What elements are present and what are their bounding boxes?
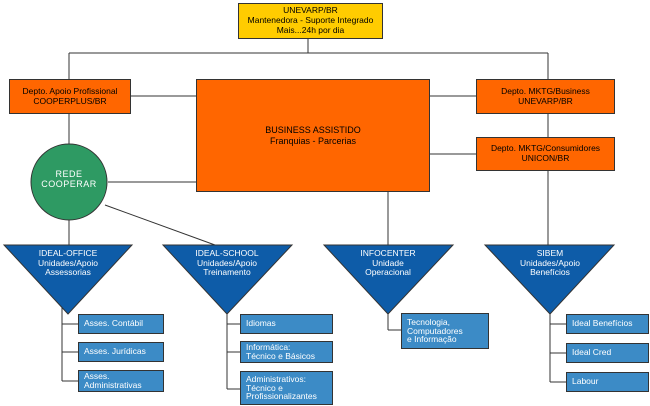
ideal-school-triangle <box>161 244 294 315</box>
depto-apoio-box: Depto. Apoio Profissional COOPERPLUS/BR <box>9 79 131 114</box>
informatica-box: Informática: Técnico e Básicos <box>240 341 333 363</box>
depto-mktg-consumidores-box: Depto. MKTG/Consumidores UNICON/BR <box>476 137 615 171</box>
tecnologia-label: Tecnologia, Computadores e Informação <box>407 316 463 345</box>
sibem-triangle <box>483 244 616 315</box>
sibem-label: SIBEM Unidades/Apoio Benefícios <box>500 248 600 278</box>
tecnologia-box: Tecnologia, Computadores e Informação <box>401 313 489 349</box>
business-assistido-box: BUSINESS ASSISTIDO Franquias - Parcerias <box>196 79 430 192</box>
ideal-office-triangle <box>2 244 134 315</box>
depto-mktg-business-box: Depto. MKTG/Business UNEVARP/BR <box>476 79 615 114</box>
sibem-title: SIBEM <box>536 248 564 258</box>
top-title: UNEVARP/BR <box>283 5 338 16</box>
top-line2: Mantenedora - Suporte Integrado <box>247 15 374 26</box>
ideal-school-sub1: Unidades/Apoio <box>196 257 257 268</box>
asses-juridicas-box: Asses. Jurídicas <box>78 342 164 362</box>
infocenter-label: INFOCENTER Unidade Operacional <box>338 248 438 278</box>
ideal-office-sub2: Assessorias <box>45 267 91 278</box>
administrativos-box: Administrativos: Técnico e Profissionali… <box>240 371 333 405</box>
depto-apoio-line1: Depto. Apoio Profissional <box>22 85 118 96</box>
mktg-business-line1: Depto. MKTG/Business <box>501 85 590 96</box>
asses-juridicas-label: Asses. Jurídicas <box>84 346 146 357</box>
ideal-beneficios-label: Ideal Benefícios <box>572 318 633 329</box>
rede-cooperar-circle <box>30 143 108 221</box>
mktg-consumidores-line1: Depto. MKTG/Consumidores <box>490 143 601 154</box>
asses-contabil-box: Asses. Contábil <box>78 314 164 334</box>
ideal-cred-box: Ideal Cred <box>566 343 649 363</box>
infocenter-triangle <box>322 244 455 315</box>
ideal-beneficios-box: Ideal Benefícios <box>566 314 649 334</box>
ideal-cred-label: Ideal Cred <box>572 347 612 358</box>
center-line2: Franquias - Parcerias <box>269 135 357 146</box>
top-line3: Mais...24h por dia <box>276 24 345 35</box>
asses-contabil-label: Asses. Contábil <box>84 318 144 329</box>
infocenter-title: INFOCENTER <box>360 248 416 258</box>
ideal-school-label: IDEAL-SCHOOL Unidades/Apoio Treinamento <box>177 248 277 278</box>
informatica-label: Informática: Técnico e Básicos <box>246 342 315 361</box>
infocenter-sub1: Unidade <box>372 257 404 268</box>
center-line1: BUSINESS ASSISTIDO <box>265 125 361 136</box>
mktg-business-line2: UNEVARP/BR <box>518 95 573 106</box>
ideal-school-title: IDEAL-SCHOOL <box>195 248 259 258</box>
idiomas-box: Idiomas <box>240 314 333 334</box>
depto-apoio-line2: COOPERPLUS/BR <box>33 95 107 106</box>
ideal-office-label: IDEAL-OFFICE Unidades/Apoio Assessorias <box>18 248 118 278</box>
rede-line1: REDE <box>55 169 83 179</box>
asses-administrativas-label: Asses. Administrativas <box>84 371 142 390</box>
sibem-sub1: Unidades/Apoio <box>519 257 580 268</box>
unevarp-top-box: UNEVARP/BR Mantenedora - Suporte Integra… <box>238 3 383 39</box>
sibem-sub2: Benefícios <box>530 267 570 278</box>
mktg-consumidores-line2: UNICON/BR <box>521 153 570 163</box>
ideal-school-sub2: Treinamento <box>203 267 251 278</box>
infocenter-sub2: Operacional <box>365 267 411 278</box>
rede-line2: COOPERAR <box>41 179 97 190</box>
asses-administrativas-box: Asses. Administrativas <box>78 370 164 392</box>
rede-cooperar-label: REDE COOPERAR <box>31 169 107 190</box>
labour-label: Labour <box>572 376 599 387</box>
idiomas-label: Idiomas <box>246 318 276 329</box>
administrativos-label: Administrativos: Técnico e Profissionali… <box>246 373 317 402</box>
ideal-office-title: IDEAL-OFFICE <box>38 248 98 258</box>
ideal-office-sub1: Unidades/Apoio <box>37 257 98 268</box>
labour-box: Labour <box>566 372 649 392</box>
